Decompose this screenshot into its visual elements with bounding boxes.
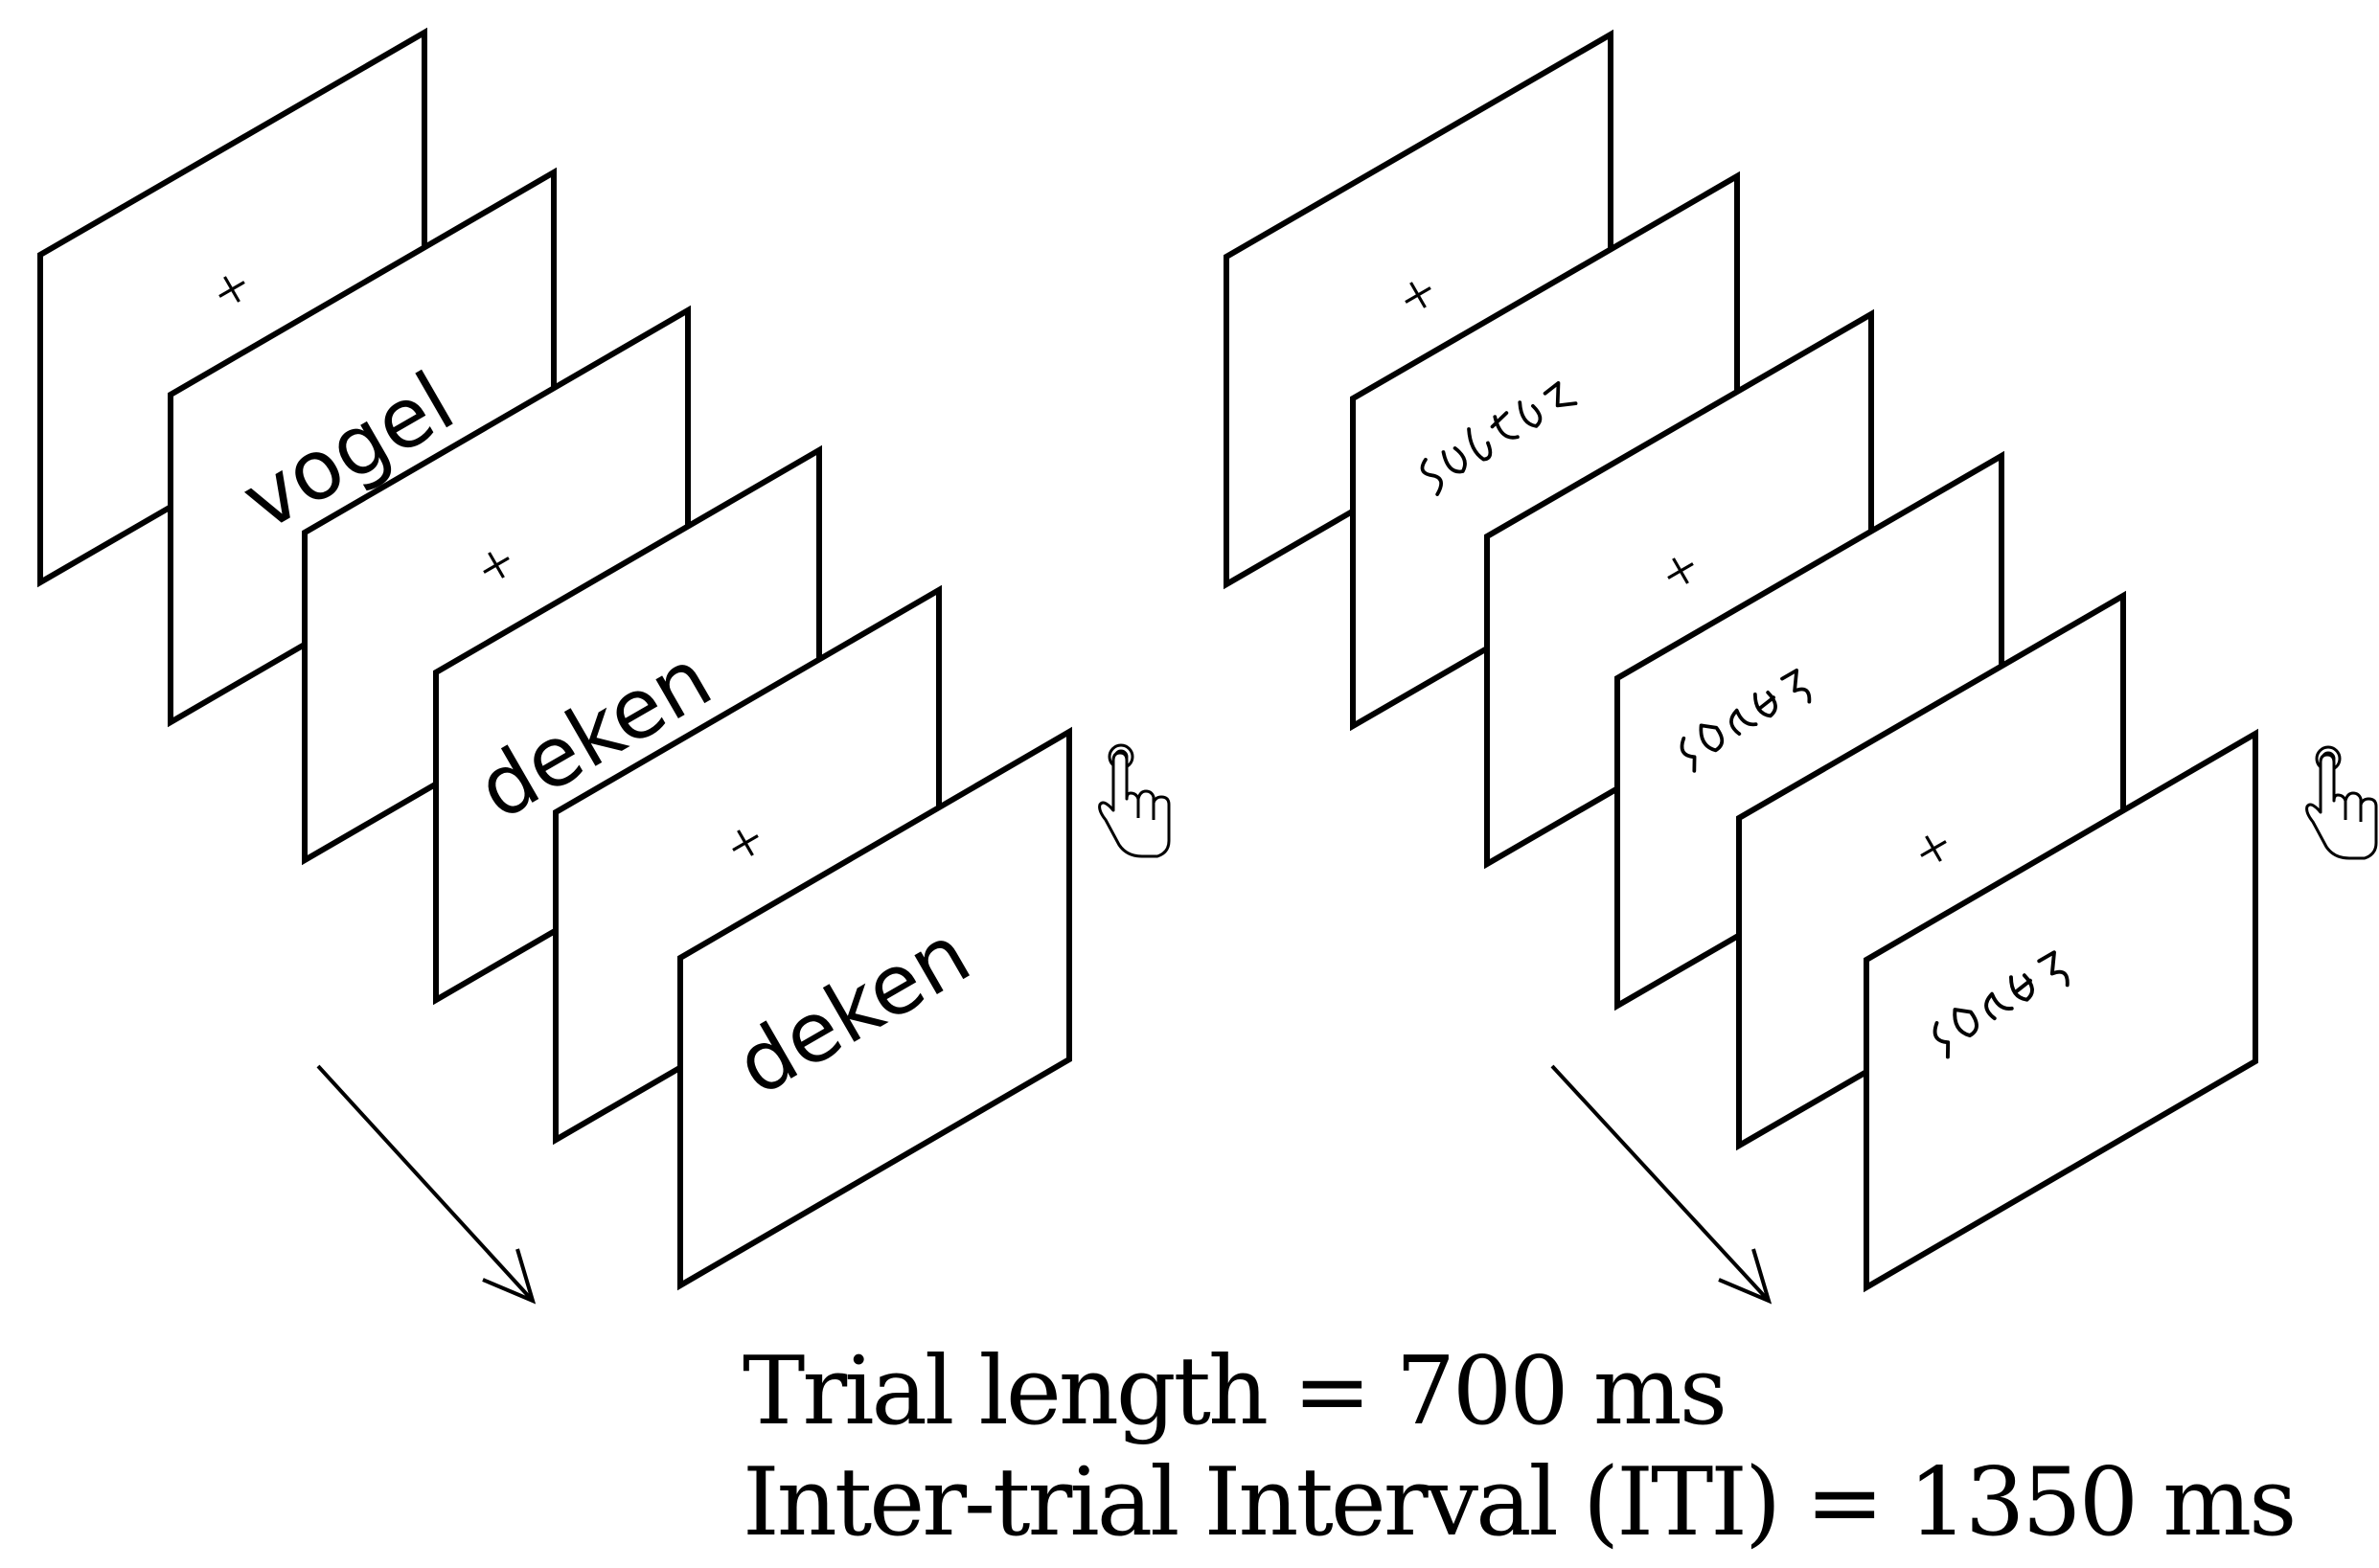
fixation-cross [1920, 835, 1947, 862]
caption: Trial length = 700 ms Inter-trial Interv… [743, 1336, 2297, 1558]
stimulus-frame [1864, 728, 2258, 1293]
fixation-cross [483, 552, 510, 579]
fixation-cross [1667, 557, 1694, 584]
fixation-cross [732, 829, 759, 856]
fixation-cross [218, 276, 245, 303]
right-panel [1224, 29, 2378, 1305]
fixation-cross [1405, 282, 1431, 308]
arrow-icon [316, 1064, 537, 1305]
stimulus-frame: deken [677, 726, 1072, 1291]
pointing-hand-icon [2305, 745, 2378, 860]
arrow-icon [1550, 1064, 1773, 1305]
trial-length-text: Trial length = 700 ms [743, 1337, 1727, 1446]
left-panel: vogel deken deken [37, 27, 1171, 1305]
pointing-hand-icon [1098, 743, 1171, 858]
iti-text: Inter-trial Interval (ITI) = 1350 ms [743, 1448, 2297, 1557]
